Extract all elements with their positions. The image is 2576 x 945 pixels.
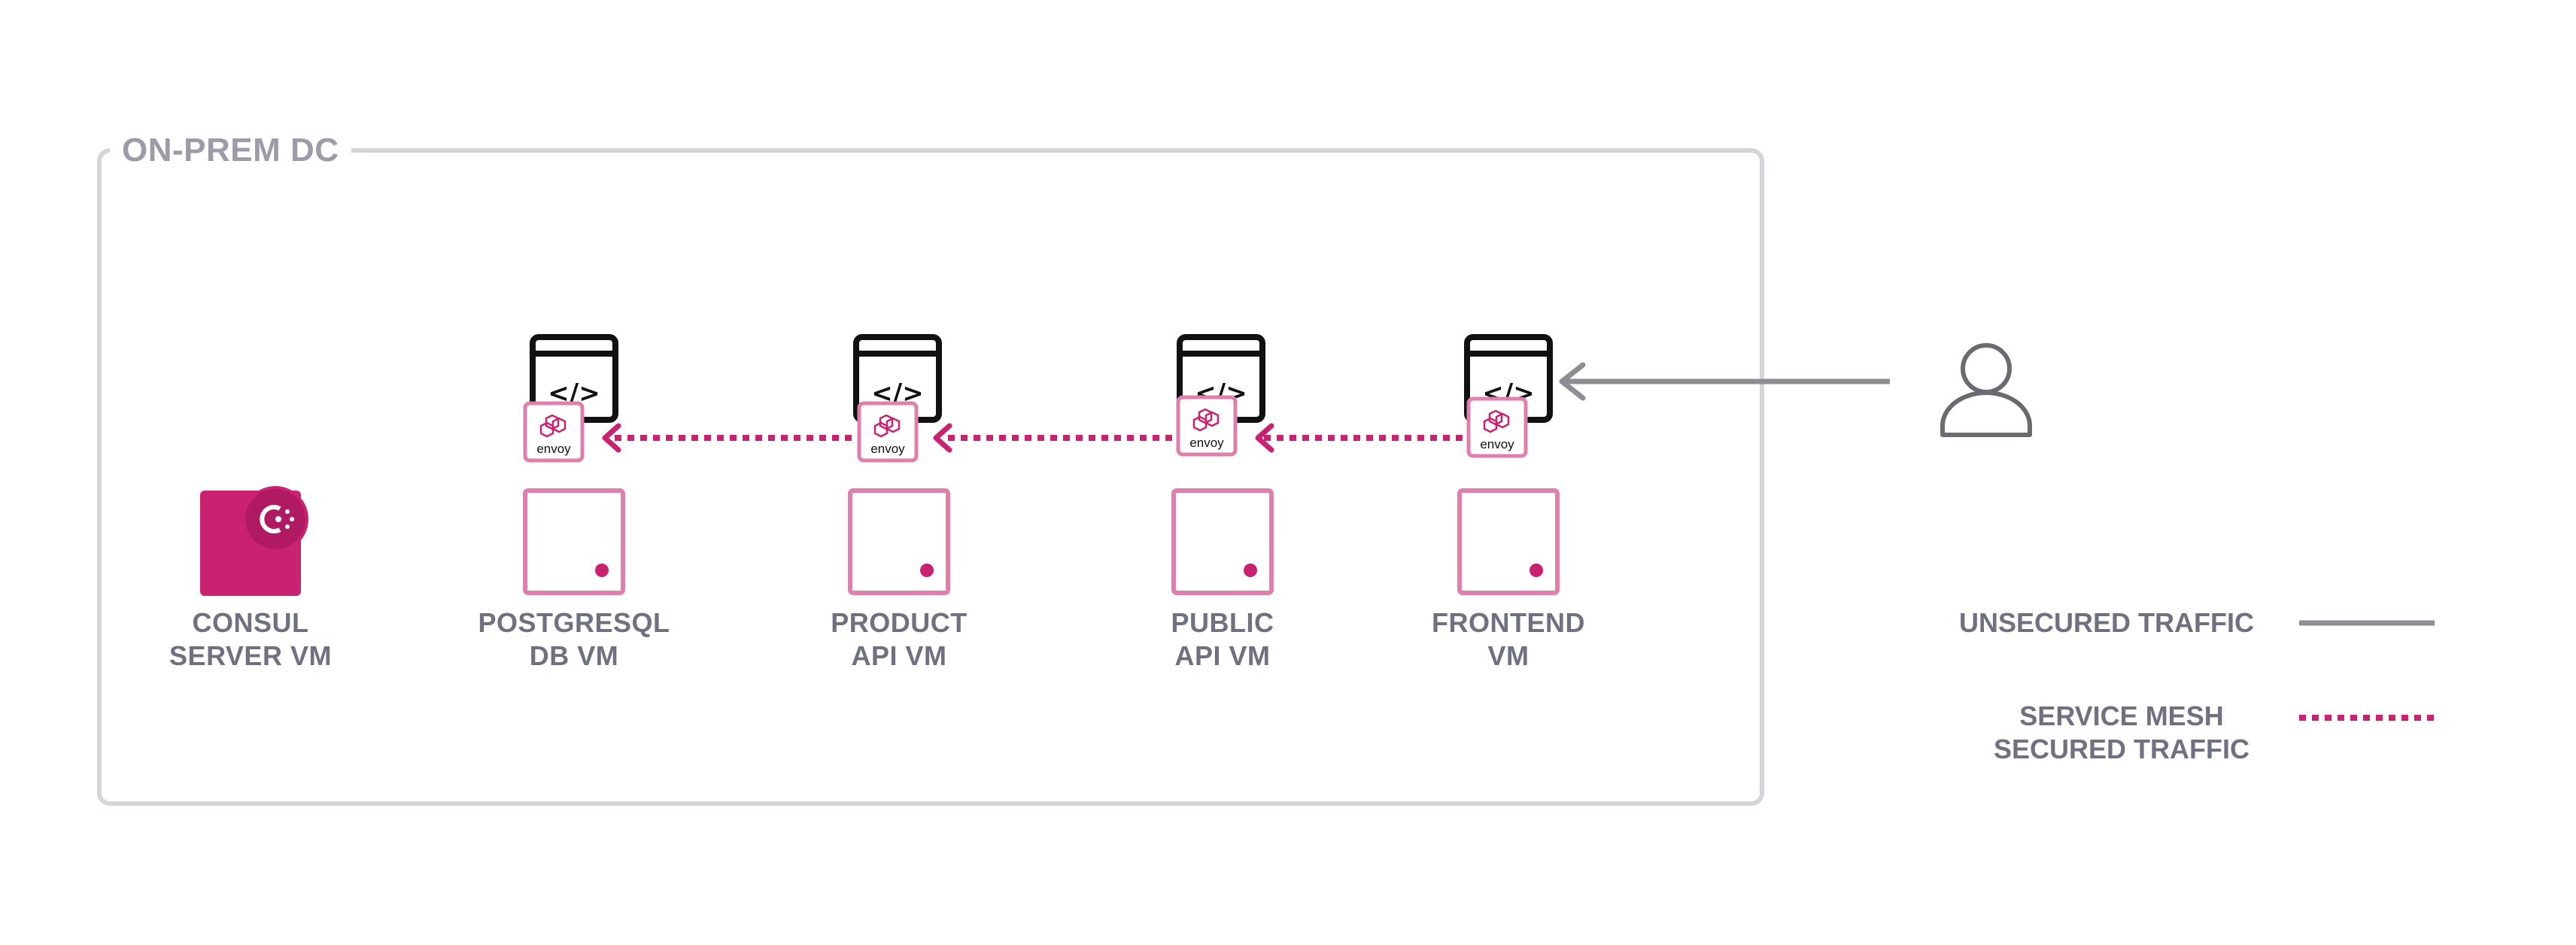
frontend-label-line1: FRONTEND	[1432, 607, 1585, 638]
frontend-vm-icon	[1460, 491, 1557, 593]
consul-logo-icon	[200, 486, 308, 596]
datacenter-boundary	[97, 148, 1764, 806]
product-api-vm-icon	[850, 491, 948, 593]
public-api-vm-icon	[1174, 491, 1271, 593]
consul-label-line2: SERVER VM	[169, 640, 332, 671]
secured-traffic-public-api-to-product-api	[933, 423, 1172, 453]
product-api-envoy-icon: envoy	[859, 403, 916, 460]
postgresql-label-line2: DB VM	[529, 640, 619, 671]
consul-label-line1: CONSUL	[192, 607, 309, 638]
svg-text:envoy: envoy	[1480, 437, 1514, 451]
product-api-label-line2: API VM	[851, 640, 947, 671]
frontend-envoy-icon: envoy	[1469, 399, 1526, 456]
unsecured-traffic-arrow	[1559, 362, 1890, 401]
legend-unsecured-line1: UNSECURED TRAFFIC	[1959, 607, 2254, 638]
legend-secured-line1: SERVICE MESH	[2019, 700, 2224, 731]
frontend-label-line2: VM	[1487, 640, 1530, 671]
svg-text:envoy: envoy	[1189, 436, 1224, 450]
legend-secured-line2: SECURED TRAFFIC	[1994, 734, 2249, 764]
secured-traffic-product-api-to-postgresql	[602, 423, 852, 453]
postgresql-vm-icon	[525, 491, 623, 593]
postgresql-envoy-icon: envoy	[525, 403, 582, 460]
legend-unsecured-label: UNSECURED TRAFFIC	[1941, 606, 2272, 640]
legend-secured-label: SERVICE MESH SECURED TRAFFIC	[1956, 700, 2287, 766]
postgresql-label: POSTGRESQL DB VM	[461, 606, 687, 673]
frontend-label: FRONTEND VM	[1396, 606, 1621, 673]
svg-text:envoy: envoy	[536, 442, 571, 456]
svg-text:envoy: envoy	[870, 442, 905, 456]
product-api-label-line1: PRODUCT	[831, 607, 968, 638]
public-api-label-line1: PUBLIC	[1171, 607, 1274, 638]
product-api-label: PRODUCT API VM	[786, 606, 1012, 673]
user-icon	[1940, 343, 2032, 437]
secured-traffic-frontend-to-public-api	[1255, 423, 1463, 453]
datacenter-title: ON-PREM DC	[110, 128, 351, 173]
consul-server-label: CONSUL SERVER VM	[160, 606, 341, 673]
public-api-label-line2: API VM	[1174, 640, 1271, 671]
public-api-envoy-icon: envoy	[1178, 397, 1235, 454]
public-api-label: PUBLIC API VM	[1110, 606, 1335, 673]
postgresql-label-line1: POSTGRESQL	[478, 607, 670, 638]
